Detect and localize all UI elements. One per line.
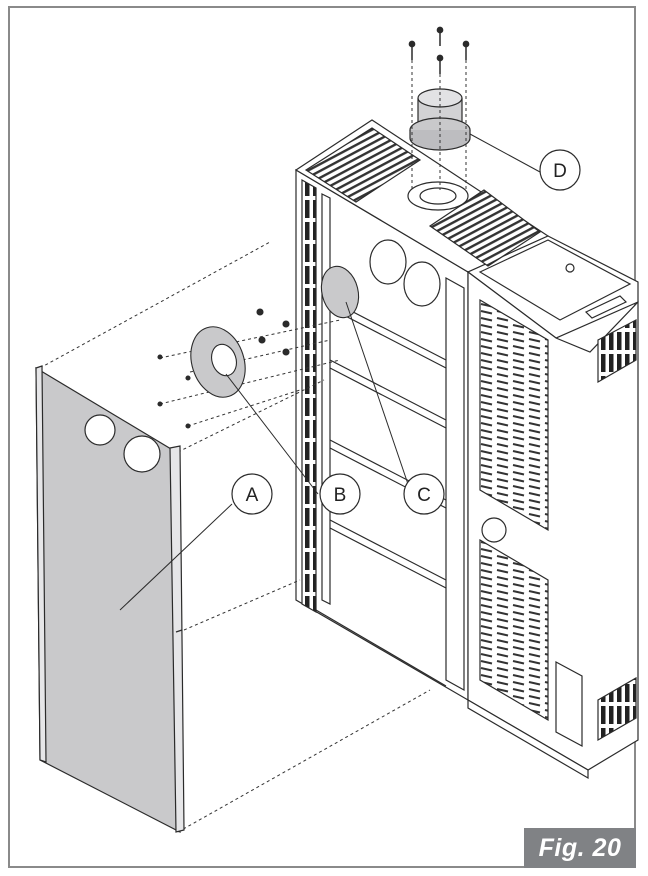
center-rail <box>445 276 465 692</box>
leader-b <box>225 373 319 495</box>
figure-label: Fig. 20 <box>524 828 636 868</box>
callout-c: C <box>403 473 445 515</box>
callout-d: D <box>539 149 581 191</box>
control-panel <box>555 660 583 748</box>
assembly-guide-lines <box>39 60 467 833</box>
top-screws <box>408 26 470 74</box>
leader-c <box>345 301 411 491</box>
gasket-plate-b <box>157 308 290 429</box>
corner-vent-upper <box>597 319 637 384</box>
side-inlet-hole <box>481 517 507 543</box>
rear-panel-a <box>35 365 185 833</box>
lid-handle <box>584 295 628 319</box>
back-opening-1 <box>369 239 407 285</box>
leader-a <box>119 503 233 611</box>
side-louvre-upper <box>479 298 549 532</box>
corner-vent-lower <box>597 676 637 742</box>
callout-c-label: C <box>417 485 431 506</box>
cover-disc-c <box>320 265 360 319</box>
callout-leaders <box>119 133 541 611</box>
top-grille-left <box>304 127 422 203</box>
leader-d <box>469 133 541 173</box>
callout-a: A <box>231 473 273 515</box>
back-opening-2 <box>403 261 441 307</box>
callout-b-label: B <box>334 485 347 506</box>
top-lid <box>478 239 632 321</box>
lid-knob <box>565 263 575 273</box>
callout-d-label: D <box>553 161 567 182</box>
side-louvre-lower <box>479 538 549 722</box>
left-vent-column <box>301 178 317 614</box>
callout-a-label: A <box>246 485 259 506</box>
callout-b: B <box>319 473 361 515</box>
stove-body <box>294 119 639 780</box>
